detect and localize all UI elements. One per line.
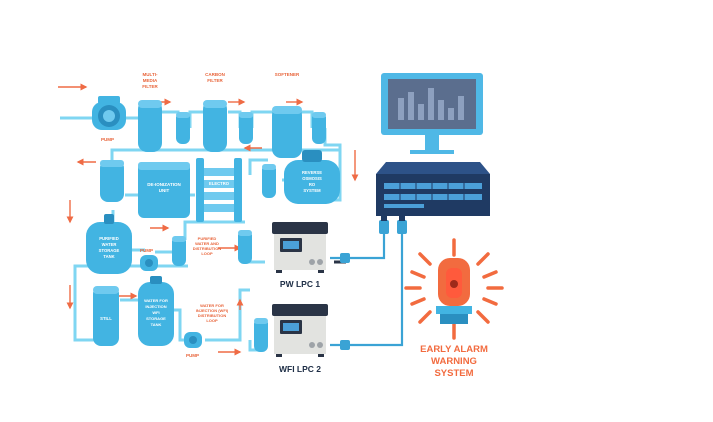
carbon-filter-label-2: FILTER: [207, 78, 223, 83]
ro-tank: REVERSE OSMOSIS RO SYSTEM: [284, 150, 340, 204]
pw-storage-label-1: PURIFIED: [99, 236, 119, 241]
particle-counter-icon: [272, 222, 328, 234]
carbon-filter: CARBON FILTER: [203, 72, 227, 152]
wfi-counter-label: WFI LPC 2: [279, 364, 321, 374]
wfi-loop-label-2: INJECTION (WFI): [196, 308, 229, 313]
multimedia-filter-label-1: MULTI-: [143, 72, 158, 77]
pw-pump: PUMP: [140, 248, 158, 271]
still-tank: STILL: [93, 286, 119, 346]
deionization-label-2: UNIT: [159, 188, 170, 193]
server-rack-icon: [376, 162, 490, 216]
pump-label-2: PUMP: [140, 248, 153, 253]
ethernet-connector-icon: [340, 214, 407, 350]
deionization-label-1: DE-IONIZATION: [147, 182, 180, 187]
edi-label-2: DEION: [212, 187, 225, 192]
wfi-storage-label-3: WFI: [152, 310, 159, 315]
pw-storage-tank: PURIFIED WATER STORAGE TANK: [86, 214, 132, 274]
small-tank-1: [176, 112, 190, 144]
pump-label-3: PUMP: [186, 353, 199, 358]
small-tank-2: [239, 112, 253, 144]
pw-loop-label-4: LOOP: [201, 251, 213, 256]
pw-storage-label-4: TANK: [103, 254, 114, 259]
small-tank-3: [312, 112, 326, 144]
electrodeionization-stack: ELECTRO DEION: [196, 158, 242, 222]
still-label: STILL: [100, 316, 112, 321]
wfi-loop-label-1: WATER FOR: [200, 303, 224, 308]
alarm-rays: [404, 238, 504, 340]
particle-counter-icon: [272, 304, 328, 316]
pw-storage-label-3: STORAGE: [99, 248, 120, 253]
deionization-unit: DE-IONIZATION UNIT: [138, 162, 190, 218]
multimedia-filter: MULTI- MEDIA FILTER: [138, 72, 162, 152]
alarm-light-icon: [404, 238, 504, 340]
edi-label-1: ELECTRO: [209, 181, 230, 186]
small-tank-5: [172, 236, 186, 266]
wfi-particle-counter: WFI LPC 2: [272, 304, 328, 374]
pw-loop-label: PURIFIED WATER AND DISTRIBUTION LOOP: [193, 236, 222, 256]
multimedia-filter-label-3: FILTER: [142, 84, 158, 89]
pw-particle-counter: PW LPC 1: [272, 222, 328, 289]
softener-label: SOFTENER: [275, 72, 300, 77]
ro-label-4: SYSTEM: [303, 188, 321, 193]
cartridge-filter: [100, 160, 124, 202]
alarm-label: EARLY ALARM WARNING SYSTEM: [420, 344, 488, 379]
wfi-pump: PUMP: [184, 332, 202, 358]
wfi-loop-label-4: LOOP: [206, 318, 218, 323]
softener: SOFTENER: [272, 72, 302, 158]
alarm-label-3: SYSTEM: [434, 368, 473, 379]
carbon-filter-label-1: CARBON: [205, 72, 225, 77]
wfi-storage-tank: WATER FOR INJECTION WFI STORAGE TANK: [138, 276, 174, 346]
pw-storage-label-2: WATER: [102, 242, 117, 247]
network-cables: [330, 225, 404, 347]
wfi-storage-label-2: INJECTION: [145, 304, 166, 309]
wfi-storage-label-5: TANK: [151, 322, 162, 327]
alarm-label-1: EARLY ALARM: [420, 344, 488, 355]
wfi-storage-label-4: STORAGE: [146, 316, 166, 321]
small-tank-4: [262, 164, 276, 198]
wfi-storage-label-1: WATER FOR: [144, 298, 168, 303]
ro-label-3: RO: [309, 182, 316, 187]
alarm-label-2: WARNING: [431, 356, 477, 367]
ro-label-1: REVERSE: [302, 170, 322, 175]
pw-counter-label: PW LPC 1: [280, 279, 320, 289]
small-tank-6: [238, 230, 252, 264]
pump-label-1: PUMP: [101, 137, 114, 142]
pw-loop-label-2: WATER AND: [195, 241, 219, 246]
pw-loop-label-1: PURIFIED: [198, 236, 217, 241]
ro-label-2: OSMOSIS: [302, 176, 322, 181]
monitor-icon: [381, 73, 483, 154]
small-tank-7: [254, 318, 268, 352]
wfi-loop-label-3: DISTRIBUTION: [198, 313, 227, 318]
pw-loop-label-3: DISTRIBUTION: [193, 246, 222, 251]
multimedia-filter-label-2: MEDIA: [143, 78, 158, 83]
wfi-loop-label: WATER FOR INJECTION (WFI) DISTRIBUTION L…: [196, 303, 229, 323]
feed-pump: PUMP: [92, 96, 126, 142]
